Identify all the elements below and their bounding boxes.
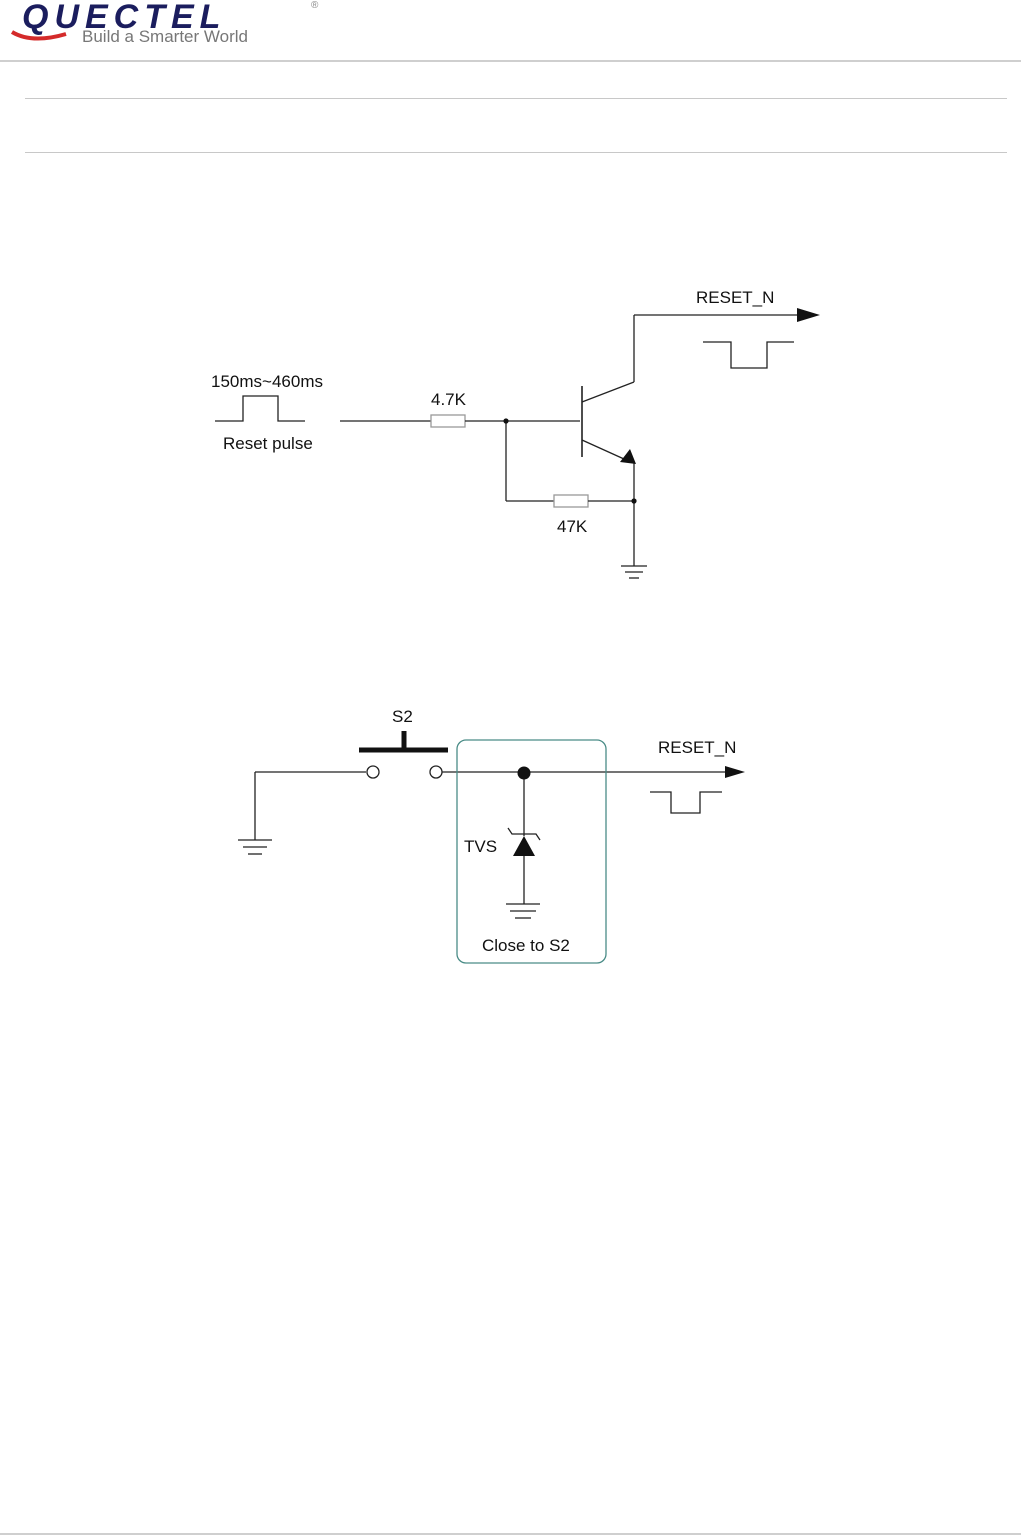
close-to-s2-label: Close to S2 [482, 936, 570, 955]
output-pulse-waveform-2 [650, 792, 722, 813]
tvs-label: TVS [464, 837, 497, 856]
junction-dot-3 [518, 767, 531, 780]
footer-divider [0, 1533, 1021, 1535]
reset-circuit-button: S2 TVS Close to S2 RESET_N [0, 0, 1021, 1000]
output-arrow-2 [725, 766, 745, 778]
switch-contact-left [367, 766, 379, 778]
switch-label: S2 [392, 707, 413, 726]
switch-contact-right [430, 766, 442, 778]
reset-n-label-2: RESET_N [658, 738, 736, 757]
tvs-diode-icon [513, 836, 535, 856]
